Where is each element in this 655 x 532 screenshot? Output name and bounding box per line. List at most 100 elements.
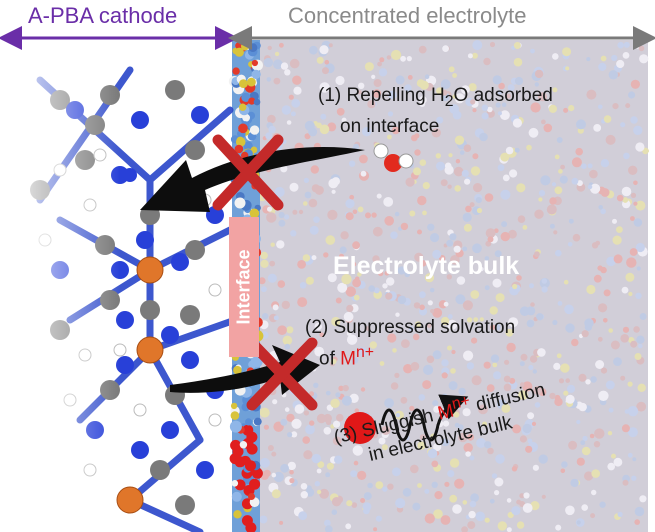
electrolyte-molecule <box>506 498 512 503</box>
electrolyte-molecule <box>593 441 601 448</box>
electrolyte-molecule <box>400 396 408 404</box>
electrolyte-molecule <box>505 146 514 155</box>
electrolyte-molecule <box>338 253 345 259</box>
electrolyte-molecule <box>497 164 505 172</box>
electrolyte-molecule <box>337 282 348 293</box>
electrolyte-molecule <box>325 419 332 425</box>
cathode-framework <box>0 40 239 532</box>
electrolyte-molecule <box>419 434 426 441</box>
electrolyte-molecule <box>612 218 617 224</box>
electrolyte-molecule <box>511 506 521 516</box>
electrolyte-molecule <box>446 274 452 280</box>
electrolyte-molecule <box>594 428 605 439</box>
electrolyte-molecule <box>268 125 276 134</box>
electrolyte-molecule <box>530 102 541 113</box>
electrolyte-molecule <box>613 357 622 366</box>
electrolyte-molecule <box>299 282 307 289</box>
electrolyte-molecule <box>430 309 435 314</box>
electrolyte-molecule <box>589 433 595 439</box>
electrolyte-molecule <box>568 440 578 450</box>
electrolyte-label: Concentrated electrolyte <box>288 3 527 28</box>
interface-molecule <box>234 456 246 468</box>
electrolyte-molecule <box>621 286 629 294</box>
electrolyte-molecule <box>607 431 613 436</box>
electrolyte-molecule <box>319 124 330 135</box>
electrolyte-molecule <box>280 165 288 173</box>
interface-molecule <box>233 365 242 375</box>
electrolyte-molecule <box>468 83 477 92</box>
electrolyte-molecule <box>266 212 277 223</box>
electrolyte-molecule <box>420 260 427 267</box>
electrolyte-molecule <box>630 79 641 89</box>
electrolyte-molecule <box>378 68 388 77</box>
electrolyte-molecule <box>464 178 471 185</box>
electrolyte-molecule <box>390 231 398 239</box>
electrolyte-molecule <box>383 197 394 207</box>
electrolyte-molecule <box>598 303 608 313</box>
electrolyte-molecule <box>316 468 322 474</box>
cathode-label: A-PBA cathode <box>28 3 178 28</box>
electrolyte-molecule <box>430 233 440 243</box>
electrolyte-molecule <box>440 179 448 187</box>
electrolyte-molecule <box>334 455 343 464</box>
electrolyte-molecule <box>394 211 400 217</box>
electrolyte-molecule <box>627 427 638 438</box>
electrolyte-molecule <box>417 195 427 206</box>
electrolyte-molecule <box>333 420 341 428</box>
electrolyte-molecule <box>471 375 482 386</box>
electrolyte-molecule <box>423 364 434 375</box>
electrolyte-molecule <box>298 209 304 215</box>
electrolyte-molecule <box>440 79 451 90</box>
electrolyte-molecule <box>548 104 558 113</box>
electrolyte-molecule <box>463 443 473 453</box>
electrolyte-molecule <box>576 520 581 525</box>
electrolyte-molecule <box>630 192 637 198</box>
electrolyte-molecule <box>385 292 393 300</box>
electrolyte-molecule <box>631 475 637 481</box>
electrolyte-molecule <box>365 212 371 219</box>
electrolyte-molecule <box>608 407 614 413</box>
electrolyte-molecule <box>272 399 278 405</box>
electrolyte-molecule <box>489 498 495 504</box>
electrolyte-molecule <box>493 371 502 380</box>
interface-molecule <box>250 146 258 154</box>
interface-molecule <box>245 460 256 472</box>
electrolyte-molecule <box>444 481 450 487</box>
electrolyte-molecule <box>475 197 482 204</box>
electrolyte-molecule <box>447 345 452 351</box>
electrolyte-molecule <box>432 400 439 407</box>
electrolyte-molecule <box>368 285 376 292</box>
electrolyte-molecule <box>289 58 300 69</box>
interface-molecule <box>239 79 248 88</box>
electrolyte-molecule <box>372 226 383 237</box>
interface-molecule <box>230 411 240 420</box>
electrolyte-molecule <box>357 347 368 357</box>
electrolyte-molecule <box>612 103 619 110</box>
electrolyte-molecule <box>351 502 358 508</box>
electrolyte-molecule <box>525 445 533 453</box>
electrolyte-molecule <box>346 331 352 336</box>
electrolyte-molecule <box>345 523 352 530</box>
electrolyte-molecule <box>507 84 515 92</box>
electrolyte-molecule <box>417 483 422 488</box>
electrolyte-molecule <box>587 184 593 190</box>
electrolyte-molecule <box>575 147 583 156</box>
interface-molecule <box>232 67 240 75</box>
electrolyte-molecule <box>461 169 469 177</box>
electrolyte-molecule <box>353 460 359 466</box>
electrolyte-molecule <box>424 488 430 494</box>
electrolyte-molecule <box>314 185 324 195</box>
interface-label: Interface <box>233 249 254 325</box>
electrolyte-molecule <box>621 424 630 433</box>
electrolyte-molecule <box>287 461 296 471</box>
electrolyte-molecule <box>323 427 332 435</box>
electrolyte-molecule <box>444 165 454 175</box>
electrolyte-molecule <box>554 154 560 160</box>
electrolyte-molecule <box>527 438 533 444</box>
step1-line1: (1) Repelling H2O adsorbed <box>318 85 553 110</box>
electrolyte-molecule <box>585 379 591 385</box>
electrolyte-molecule <box>582 435 588 442</box>
electrolyte-molecule <box>390 382 399 390</box>
electrolyte-molecule <box>331 316 341 327</box>
